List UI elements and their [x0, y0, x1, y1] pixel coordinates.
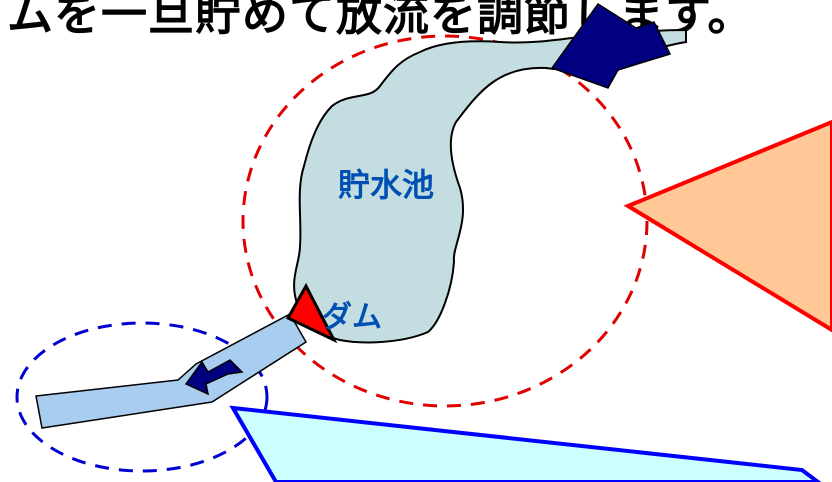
callout-triangle-cyan [229, 405, 822, 482]
dam-icon [285, 282, 338, 344]
downstream-river [35, 312, 308, 429]
dam-label: ダム [322, 300, 382, 335]
arrow-outflow-icon [184, 359, 244, 396]
downstream-area-circle [15, 321, 269, 473]
callout-triangle-orange [623, 119, 832, 333]
reservoir-label: 貯水池 [338, 166, 435, 204]
arrow-inflow-icon [550, 2, 672, 89]
upstream-area-circle [241, 34, 649, 408]
